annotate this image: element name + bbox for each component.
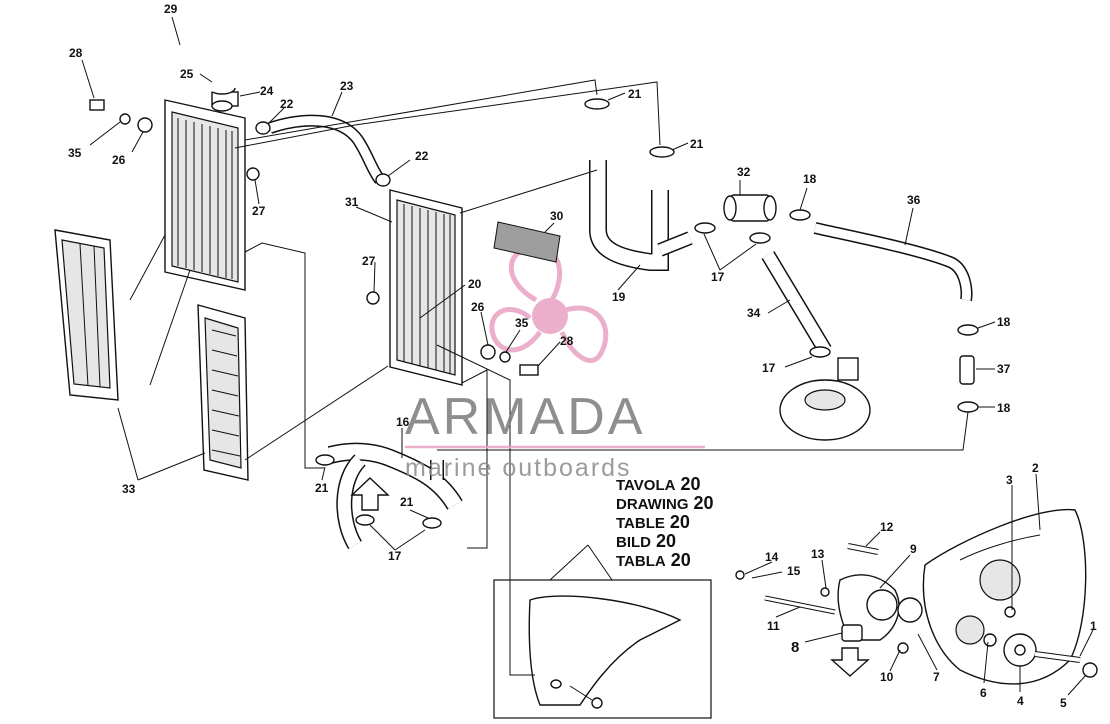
armada-logo-icon (489, 245, 609, 363)
callout-36: 36 (907, 193, 921, 207)
bottom-hose (328, 444, 462, 510)
foam-strip (493, 221, 561, 263)
callout-23: 23 (340, 79, 354, 93)
engine-case (922, 508, 1087, 685)
callout-6: 6 (980, 686, 987, 700)
callout-8: 8 (791, 639, 799, 656)
callout-17: 17 (711, 270, 725, 284)
watermark: ARMADA marine outboards (405, 388, 705, 482)
callout-18: 18 (997, 401, 1011, 415)
callout-35: 35 (68, 146, 82, 160)
callout-22: 22 (280, 97, 294, 111)
callout-28: 28 (560, 334, 574, 348)
callout-35: 35 (515, 316, 529, 330)
short-hose (762, 251, 831, 354)
callout-numbers: 29 28 25 24 22 23 35 26 27 22 21 21 31 3… (68, 2, 1097, 710)
callout-3: 3 (1006, 473, 1013, 487)
watermark-brand: ARMADA (405, 388, 645, 446)
callout-1: 1 (1090, 619, 1097, 633)
cylinder-head (779, 357, 871, 441)
table-label-drawing: DRAWING (616, 496, 689, 513)
callout-4: 4 (1017, 694, 1024, 708)
callout-14: 14 (765, 550, 779, 564)
right-radiator (389, 189, 463, 386)
callout-33: 33 (122, 482, 136, 496)
callout-21: 21 (400, 495, 414, 509)
callout-12: 12 (880, 520, 894, 534)
callout-29: 29 (164, 2, 178, 16)
callout-21: 21 (690, 137, 704, 151)
callout-26: 26 (112, 153, 126, 167)
callout-10: 10 (880, 670, 894, 684)
callout-13: 13 (811, 547, 825, 561)
callout-31: 31 (345, 195, 359, 209)
hose-clamps (89, 98, 1098, 678)
callout-15: 15 (787, 564, 801, 578)
callout-2: 2 (1032, 461, 1039, 475)
callout-26: 26 (471, 300, 485, 314)
radiator-grille (197, 304, 249, 481)
callout-17: 17 (388, 549, 402, 563)
callout-24: 24 (260, 84, 274, 98)
callout-25: 25 (180, 67, 194, 81)
left-radiator (164, 91, 246, 291)
callout-17: 17 (762, 361, 776, 375)
callout-22: 22 (415, 149, 429, 163)
callout-32: 32 (737, 165, 751, 179)
callout-27: 27 (362, 254, 376, 268)
flow-arrow-down-icon (830, 647, 870, 677)
callout-9: 9 (910, 542, 917, 556)
watermark-tagline: marine outboards (405, 454, 632, 482)
table-label-tavola: TAVOLA (616, 477, 676, 494)
callout-27: 27 (252, 204, 266, 218)
callout-16: 16 (396, 415, 410, 429)
thermostat-housing (723, 194, 777, 222)
callout-19: 19 (612, 290, 626, 304)
water-pump-assembly (837, 574, 923, 642)
long-hose (814, 223, 972, 301)
callout-28: 28 (69, 46, 83, 60)
callout-21: 21 (315, 481, 329, 495)
callout-37: 37 (997, 362, 1011, 376)
callout-21: 21 (628, 87, 642, 101)
table-label-tabla: TABLA (616, 553, 666, 570)
callout-18: 18 (803, 172, 817, 186)
upper-hose (268, 116, 384, 183)
leader-lines (81, 16, 1094, 696)
table-label-bild: BILD (616, 534, 651, 551)
callout-18: 18 (997, 315, 1011, 329)
table-label-table: TABLE (616, 515, 665, 532)
flow-arrow-up-icon (350, 477, 390, 511)
y-hose (589, 160, 693, 271)
callout-7: 7 (933, 670, 940, 684)
callout-5: 5 (1060, 696, 1067, 710)
left-shroud (54, 229, 119, 401)
inset-cover-detail (493, 579, 712, 719)
hose-connector (959, 355, 975, 385)
callout-11: 11 (767, 619, 780, 633)
callout-30: 30 (550, 209, 564, 223)
callout-34: 34 (747, 306, 761, 320)
callout-20: 20 (468, 277, 482, 291)
